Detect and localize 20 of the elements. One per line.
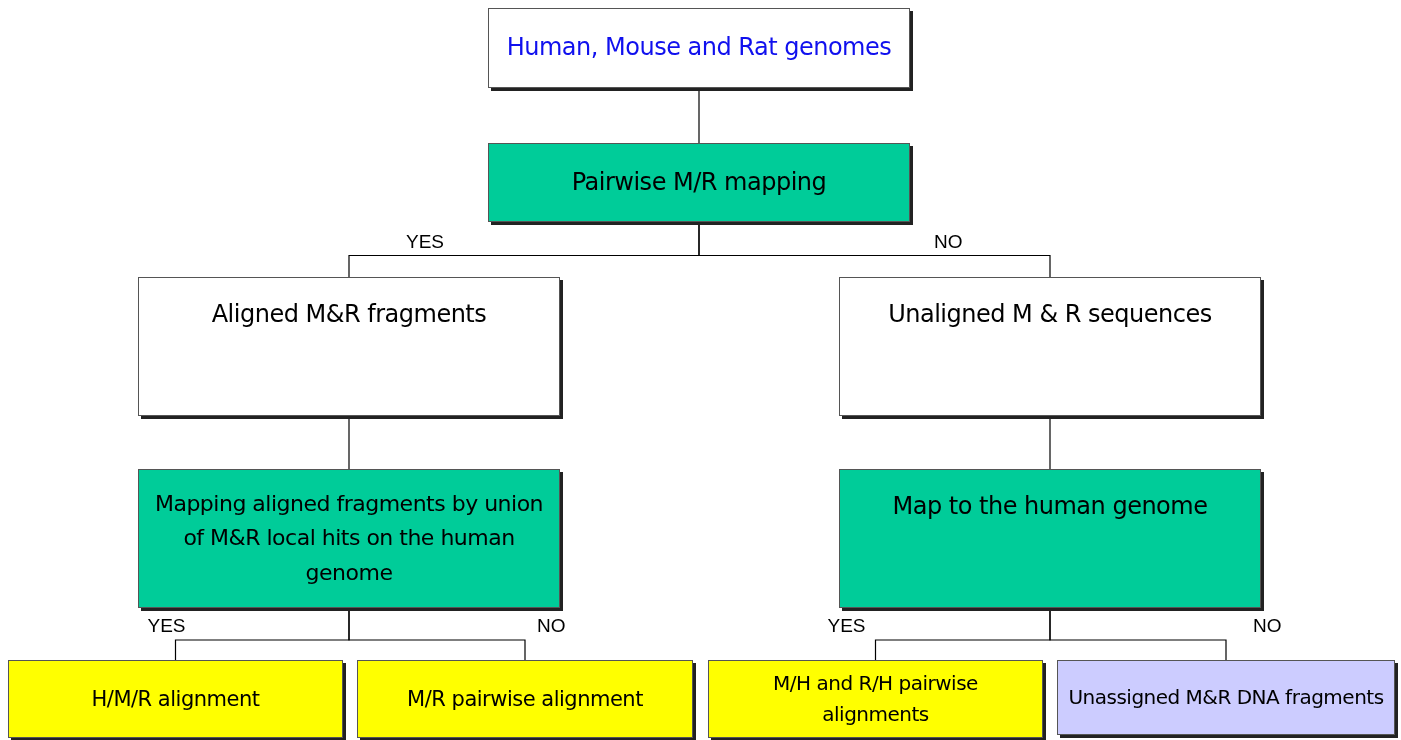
node-text: Aligned M&R fragments: [211, 299, 487, 330]
node-text: Mapping aligned fragments by union of M&R local hits on the human genome: [153, 490, 545, 587]
process-box: [138, 469, 560, 608]
process-box: [839, 469, 1261, 608]
node-text: Unassigned M&R DNA fragments: [1068, 684, 1384, 711]
process-box: [839, 277, 1261, 416]
node-text: Unaligned M & R sequences: [888, 299, 1212, 330]
process-box: [488, 8, 910, 88]
node-text: M/H and R/H pairwise alignments: [772, 670, 979, 728]
node-text: Map to the human genome: [892, 491, 1208, 522]
process-box: [138, 277, 560, 416]
process-box: [8, 660, 343, 738]
node-text: Human, Mouse and Rat genomes: [506, 32, 892, 64]
process-box: [708, 660, 1043, 738]
node-text: H/M/R alignment: [91, 685, 260, 713]
node-text: M/R pairwise alignment: [407, 685, 643, 713]
process-box: [488, 143, 910, 222]
process-box: [357, 660, 693, 738]
node-text: Pairwise M/R mapping: [571, 166, 827, 198]
process-box: [1057, 660, 1395, 735]
